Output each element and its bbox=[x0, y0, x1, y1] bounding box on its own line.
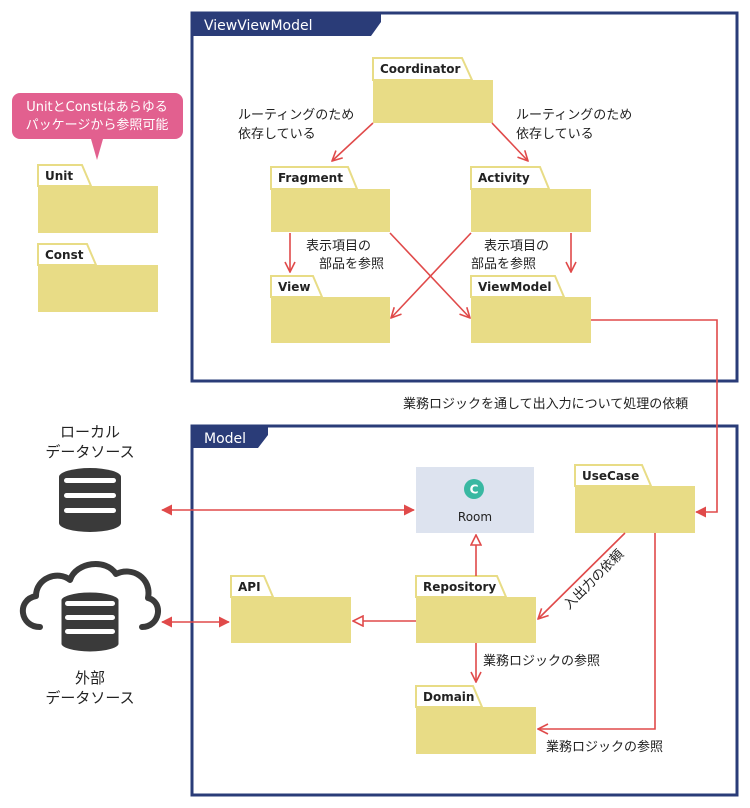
local-datasource-line1: ローカル bbox=[60, 423, 120, 441]
class-c-icon bbox=[464, 479, 484, 499]
label-business-request: 業務ロジックを通して出入力について処理の依頼 bbox=[403, 396, 688, 412]
local-datasource: ローカル データソース bbox=[45, 423, 135, 532]
package-fragment[interactable]: Fragment bbox=[270, 166, 390, 232]
label-routing-right-2: 依存している bbox=[516, 127, 594, 142]
arrow-coordinator-fragment bbox=[332, 122, 374, 161]
external-datasource: 外部 データソース bbox=[19, 560, 161, 707]
note-bubble: UnitとConstはあらゆる パッケージから参照可能 bbox=[12, 93, 183, 160]
note-bubble-line1: UnitとConstはあらゆる bbox=[26, 100, 168, 115]
database-icon bbox=[58, 589, 122, 655]
note-bubble-line2: パッケージから参照可能 bbox=[26, 117, 169, 133]
arrow-viewmodel-usecase bbox=[591, 319, 718, 518]
package-const[interactable]: Const bbox=[37, 243, 158, 312]
package-coordinator-title: Coordinator bbox=[380, 62, 461, 76]
label-display-right-2: 部品を参照 bbox=[471, 256, 536, 272]
viewviewmodel-frame-title: ViewViewModel bbox=[204, 18, 312, 34]
package-fragment-title: Fragment bbox=[278, 171, 343, 185]
model-frame-title: Model bbox=[204, 431, 246, 447]
arrow-coordinator-activity bbox=[491, 122, 528, 161]
package-view-title: View bbox=[278, 280, 310, 294]
label-routing-left-1: ルーティングのため bbox=[238, 108, 354, 123]
relations bbox=[161, 122, 718, 729]
label-business-ref-1: 業務ロジックの参照 bbox=[483, 653, 600, 669]
label-routing-right-1: ルーティングのため bbox=[516, 108, 632, 123]
label-routing-left-2: 依存している bbox=[238, 127, 316, 142]
package-usecase[interactable]: UseCase bbox=[574, 464, 695, 533]
label-display-left-2: 部品を参照 bbox=[319, 256, 384, 272]
package-api[interactable]: API bbox=[230, 575, 351, 643]
package-domain[interactable]: Domain bbox=[415, 685, 536, 754]
database-icon bbox=[59, 468, 121, 532]
package-viewmodel[interactable]: ViewModel bbox=[470, 275, 591, 343]
label-display-right-1: 表示項目の bbox=[484, 239, 549, 254]
package-api-title: API bbox=[238, 580, 261, 594]
package-domain-title: Domain bbox=[423, 690, 474, 704]
package-coordinator[interactable]: Coordinator bbox=[372, 57, 493, 123]
room-badge: C bbox=[470, 483, 479, 497]
package-usecase-title: UseCase bbox=[582, 469, 639, 483]
external-datasource-line2: データソース bbox=[45, 689, 134, 707]
package-unit-title: Unit bbox=[45, 169, 73, 183]
room-label: Room bbox=[458, 510, 492, 524]
package-unit[interactable]: Unit bbox=[37, 164, 158, 233]
package-repository-title: Repository bbox=[423, 580, 496, 594]
local-datasource-line2: データソース bbox=[45, 443, 134, 461]
arrow-usecase-repository bbox=[538, 532, 626, 619]
label-business-ref-2: 業務ロジックの参照 bbox=[546, 739, 663, 755]
package-activity-title: Activity bbox=[478, 171, 530, 185]
label-display-left-1: 表示項目の bbox=[306, 239, 371, 254]
arrow-activity-view bbox=[391, 232, 472, 318]
package-activity[interactable]: Activity bbox=[470, 166, 591, 232]
package-view[interactable]: View bbox=[270, 275, 390, 343]
package-repository[interactable]: Repository bbox=[415, 575, 536, 643]
arrow-usecase-domain bbox=[538, 533, 656, 729]
package-const-title: Const bbox=[45, 248, 84, 262]
external-datasource-line1: 外部 bbox=[75, 669, 105, 687]
room-class[interactable]: C Room bbox=[416, 467, 534, 533]
package-viewmodel-title: ViewModel bbox=[478, 280, 551, 294]
